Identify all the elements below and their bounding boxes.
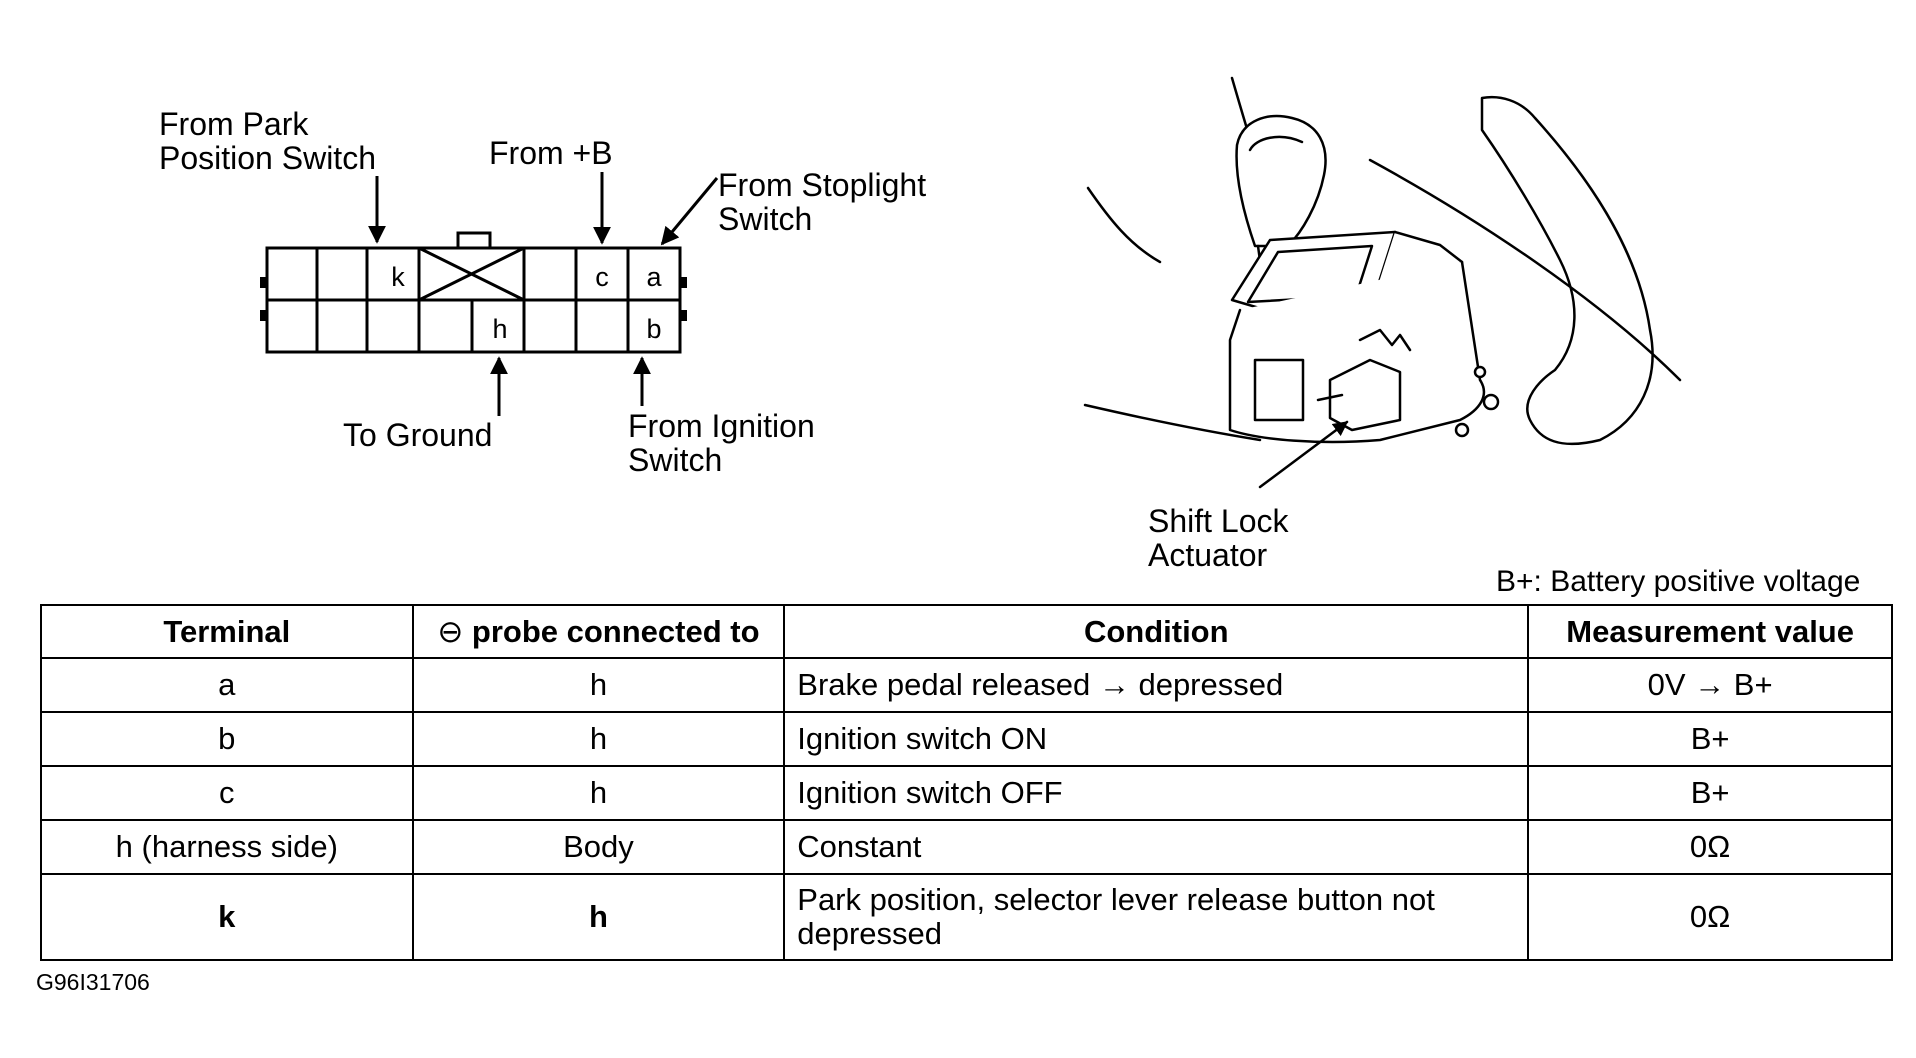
shift-lever-illustration — [1083, 76, 1682, 489]
header-condition: Condition — [783, 604, 1530, 659]
pin-a: a — [646, 262, 662, 292]
console-line-lower — [1083, 403, 1262, 442]
table-header-row: Terminal ⊖ probe connected to Condition … — [40, 604, 1893, 659]
cell-condition: Brake pedal released → depressed — [783, 657, 1530, 713]
table-row: b h Ignition switch ON B+ — [40, 711, 1893, 767]
pin-k: k — [391, 262, 405, 292]
cell-terminal: k — [40, 873, 414, 961]
label-from-plus-b: From +B — [489, 135, 613, 171]
label-to-ground: To Ground — [343, 417, 493, 453]
cell-value: 0Ω — [1527, 873, 1893, 961]
cell-condition: Park position, selector lever release bu… — [783, 873, 1530, 961]
header-probe: ⊖ probe connected to — [411, 604, 786, 659]
cell-probe: h — [411, 765, 786, 821]
table-row: c h Ignition switch OFF B+ — [40, 765, 1893, 821]
cell-condition: Constant — [783, 819, 1530, 875]
negative-probe-icon: ⊖ — [437, 613, 464, 649]
inspection-table: Terminal ⊖ probe connected to Condition … — [40, 604, 1893, 961]
connector-leader-arrows — [368, 172, 719, 416]
table-row: h (harness side) Body Constant 0Ω — [40, 819, 1893, 875]
cell-value: B+ — [1527, 711, 1893, 767]
cell-probe: h — [411, 873, 786, 961]
shift-gate-assembly — [1228, 230, 1500, 444]
label-shift-lock-actuator: Shift Lock Actuator — [1148, 503, 1289, 573]
connector-latches — [260, 277, 687, 321]
connector-diagram: k c a h b — [260, 172, 719, 416]
cell-terminal: h (harness side) — [40, 819, 414, 875]
figure-id: G96I31706 — [36, 969, 150, 995]
table-row: k h Park position, selector lever releas… — [40, 873, 1893, 961]
pin-c: c — [595, 262, 609, 292]
cell-terminal: a — [40, 657, 414, 713]
console-line-right — [1368, 158, 1682, 382]
connector-body — [265, 231, 682, 354]
cell-value: 0Ω — [1527, 819, 1893, 875]
parking-brake-lever — [1480, 96, 1654, 446]
header-terminal: Terminal — [40, 604, 414, 659]
pin-h: h — [492, 314, 507, 344]
cell-condition: Ignition switch ON — [783, 711, 1530, 767]
cell-terminal: c — [40, 765, 414, 821]
console-line-left — [1086, 186, 1162, 264]
actuator-leader-arrow — [1258, 420, 1349, 489]
label-from-stoplight-switch: From Stoplight Switch — [718, 167, 927, 237]
cell-probe: h — [411, 711, 786, 767]
note-battery-voltage: B+: Battery positive voltage — [1496, 565, 1861, 598]
label-from-ignition-switch: From Ignition Switch — [628, 408, 815, 478]
table-row: a h Brake pedal released → depressed 0V … — [40, 657, 1893, 713]
cell-value: 0V → B+ — [1527, 657, 1893, 713]
header-measurement: Measurement value — [1527, 604, 1893, 659]
label-from-park-position-switch: From Park Position Switch — [159, 106, 376, 176]
cell-condition: Ignition switch OFF — [783, 765, 1530, 821]
cell-probe: Body — [411, 819, 786, 875]
pin-b: b — [646, 314, 661, 344]
cell-value: B+ — [1527, 765, 1893, 821]
cell-terminal: b — [40, 711, 414, 767]
cell-probe: h — [411, 657, 786, 713]
